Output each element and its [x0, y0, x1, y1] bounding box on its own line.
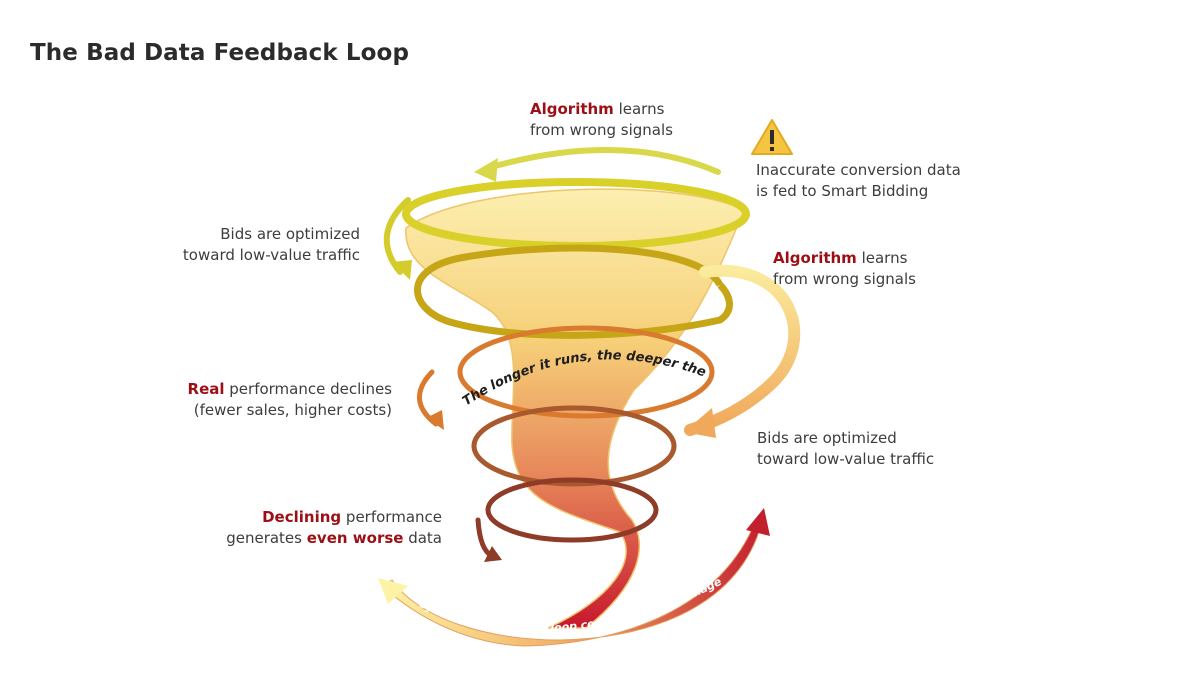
- real-rest: performance declines: [224, 380, 392, 398]
- label-bids-right: Bids are optimized toward low-value traf…: [757, 428, 934, 470]
- bids-right-line1: Bids are optimized: [757, 429, 897, 447]
- declining-line2-pre: generates: [226, 529, 307, 547]
- declining-rest: performance: [341, 508, 442, 526]
- algo-top-strong: Algorithm: [530, 100, 614, 118]
- bids-left-line2: toward low-value traffic: [182, 246, 360, 264]
- orange-curl-arrowhead: [426, 410, 444, 430]
- label-real-performance: Real performance declines (fewer sales, …: [188, 379, 392, 421]
- algo-top-rest: learns: [613, 100, 665, 118]
- label-bids-left: Bids are optimized toward low-value traf…: [183, 224, 360, 266]
- funnel-ring-deep-brown: [485, 477, 659, 543]
- label-declining: Declining performance generates even wor…: [226, 507, 442, 549]
- funnel-ring-second: [414, 244, 733, 339]
- cycle-arrowhead-left: [378, 578, 408, 604]
- left-curl-arrowhead: [392, 260, 412, 280]
- funnel-ring-brown: [471, 405, 677, 487]
- right-curl-arrowhead: [684, 408, 716, 438]
- label-algorithm-right: Algorithm learns from wrong signals: [773, 248, 916, 290]
- label-algorithm-top: Algorithm learns from wrong signals: [530, 99, 673, 141]
- warning-line1: Inaccurate conversion data: [756, 161, 961, 179]
- top-arc-arrowhead: [474, 158, 498, 182]
- page-title: The Bad Data Feedback Loop: [30, 40, 410, 66]
- algo-right-line2: from wrong signals: [773, 270, 916, 288]
- real-line2: (fewer sales, higher costs): [193, 401, 392, 419]
- warning-triangle-icon: [751, 119, 793, 155]
- warning-line2: is fed to Smart Bidding: [756, 182, 929, 200]
- cycle-arrowhead-right: [746, 508, 770, 536]
- algo-right-strong: Algorithm: [773, 249, 857, 267]
- deep-brown-curl-arrowhead: [484, 546, 502, 562]
- right-curl-arrow: [684, 264, 801, 436]
- label-warning: Inaccurate conversion data is fed to Sma…: [756, 160, 961, 202]
- declining-strong: Declining: [262, 508, 342, 526]
- algo-right-rest: learns: [856, 249, 908, 267]
- algo-top-line2: from wrong signals: [530, 121, 673, 139]
- bids-right-line2: toward low-value traffic: [757, 450, 935, 468]
- top-arc-arrow: [485, 147, 721, 175]
- declining-line2-strong: even worse: [306, 529, 404, 547]
- declining-line2-post: data: [403, 529, 442, 547]
- bids-left-line1: Bids are optimized: [220, 225, 360, 243]
- funnel-ring-orange: [457, 325, 715, 419]
- real-strong: Real: [187, 380, 225, 398]
